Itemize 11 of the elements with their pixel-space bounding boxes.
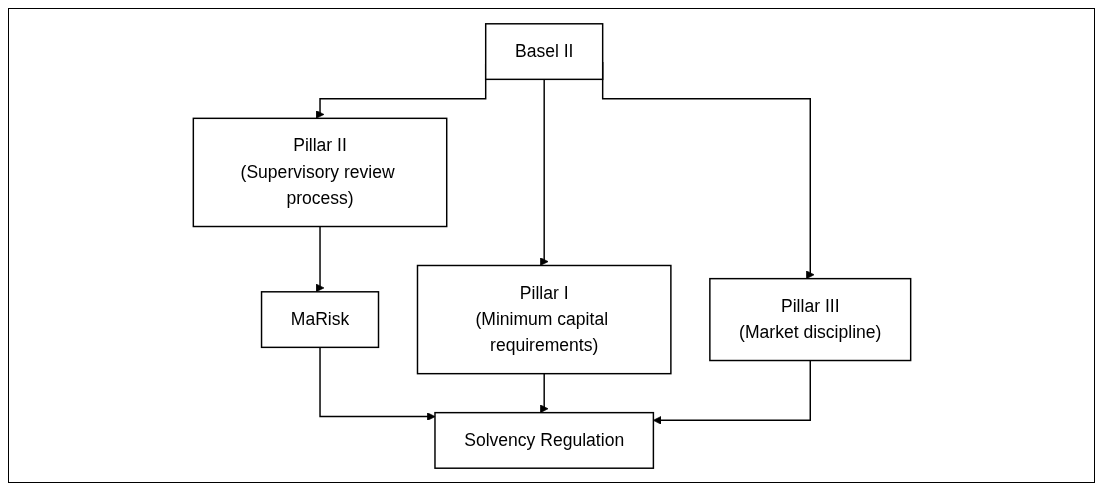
node-box: Basel II [484, 22, 603, 80]
arrow [318, 346, 435, 421]
node-box: MaRisk [260, 290, 379, 348]
arrow [539, 78, 548, 266]
node-box: Pillar II (Supervisory review process) [192, 117, 447, 227]
node-box: Solvency Regulation [433, 411, 654, 469]
node-box: Pillar III (Market discipline) [708, 277, 911, 361]
node-box: Pillar I (Minimum capital requirements) [416, 264, 672, 374]
arrow [315, 225, 324, 292]
arrow [652, 359, 811, 425]
arrow [539, 372, 548, 413]
